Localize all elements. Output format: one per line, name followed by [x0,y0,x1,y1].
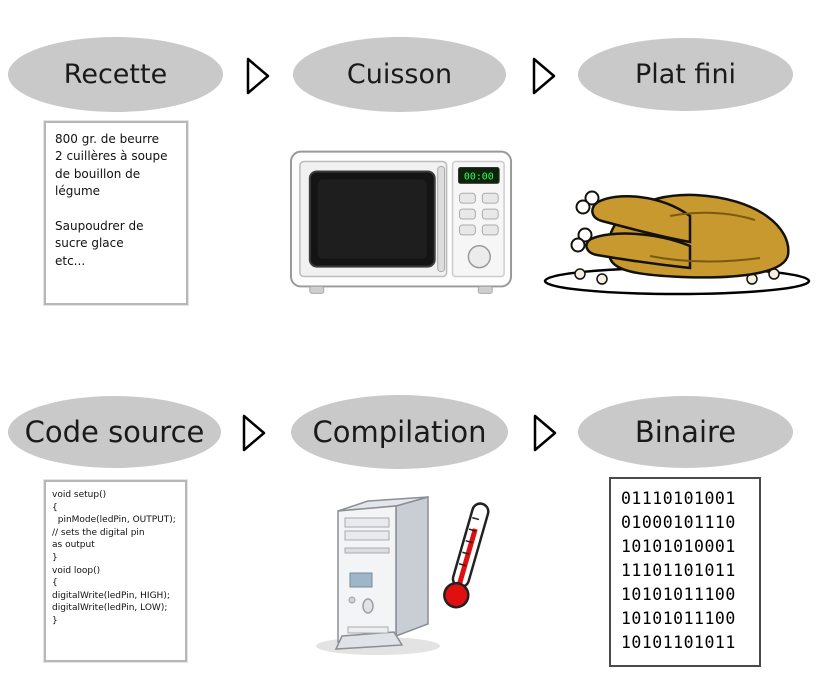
stage-recette-ellipse: Recette [8,37,223,112]
flow-arrow-icon [533,414,557,452]
recipe-line: 2 cuillères à soupe [55,149,168,164]
binary-line: 10101011100 [621,609,736,629]
flow-arrow-icon [242,414,266,452]
flow-arrow-icon [532,57,556,95]
stage-binaire-ellipse: Binaire [578,396,793,468]
code-line: digitalWrite(ledPin, HIGH); [52,590,170,601]
stage-plat-fini-ellipse: Plat fini [578,38,793,111]
computer-tower-icon [316,496,440,655]
code-line: digitalWrite(ledPin, LOW); [52,603,168,614]
binary-output-box: 01110101001 01000101110 10101010001 1110… [609,477,761,667]
stage-binaire-label: Binaire [634,415,737,449]
code-line: { [52,578,58,589]
stage-plat-fini-label: Plat fini [634,59,737,90]
recipe-line: etc... [55,253,86,268]
stage-code-source-ellipse: Code source [8,396,221,468]
stage-recette-label: Recette [63,59,168,90]
stage-cuisson-ellipse: Cuisson [293,37,506,112]
recipe-line [55,201,177,218]
stage-compilation-ellipse: Compilation [291,395,508,469]
code-line: void setup() [52,490,107,500]
recipe-line: Saupoudrer de [55,218,144,233]
binary-line: 01110101001 [621,489,736,508]
recipe-text-box: 800 gr. de beurre 2 cuillères à soupe de… [43,120,189,306]
stage-compilation-label: Compilation [312,415,487,449]
source-code-box: void setup() { pinMode(ledPin, OUTPUT); … [43,479,188,663]
recipe-line: de bouillon de [55,166,141,181]
thermometer-icon [443,502,490,609]
recipe-line: 800 gr. de beurre [55,132,159,146]
code-line: // sets the digital pin [52,527,145,538]
binary-line: 10101011100 [621,585,736,605]
binary-line: 01000101110 [621,513,736,533]
microwave-icon: 00:00 [289,150,513,294]
code-line: { [52,502,58,513]
binary-line: 11101101011 [621,561,736,581]
code-line: } [52,615,58,626]
microwave-display-time: 00:00 [464,171,494,182]
stage-cuisson-label: Cuisson [346,59,453,90]
binary-line: 10101101011 [621,633,736,653]
recipe-line: sucre glace [55,236,124,251]
code-line: } [52,552,58,563]
binary-line: 10101010001 [621,537,736,557]
code-line: as output [52,540,95,551]
roast-chicken-icon [543,190,811,296]
flow-arrow-icon [246,57,270,95]
code-line: pinMode(ledPin, OUTPUT); [52,515,176,526]
stage-code-source-label: Code source [24,415,205,449]
code-line: void loop() [52,565,101,576]
recipe-line: légume [55,184,101,199]
